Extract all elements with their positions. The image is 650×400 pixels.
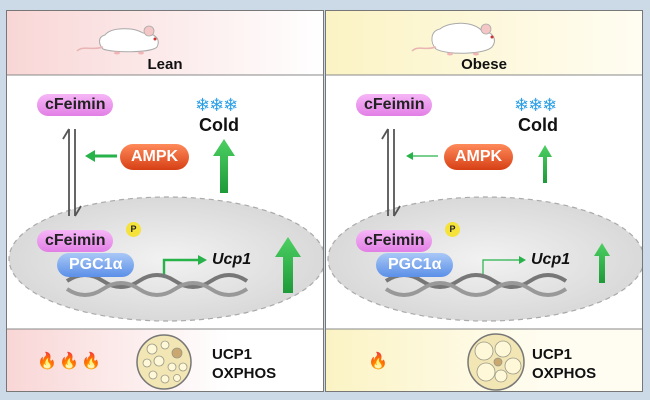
- pgc1a-pill: PGC1α: [376, 253, 454, 277]
- mouse-icon: [76, 25, 159, 55]
- marker-ucp1: UCP1: [212, 346, 253, 363]
- marker-oxphos: OXPHOS: [532, 365, 597, 382]
- adipocyte-icon: [136, 334, 192, 390]
- cold-label: Cold: [199, 115, 239, 135]
- cold-label: Cold: [518, 115, 558, 135]
- cfeimin-cytoplasmic: cFeimin: [37, 94, 114, 116]
- marker-ucp1: UCP1: [532, 346, 573, 363]
- flame-icon: 🔥: [37, 353, 57, 370]
- mouse-icon: [411, 22, 495, 56]
- snowflake-icon: ❄❄❄: [195, 95, 238, 115]
- lean-header-band: [7, 11, 323, 75]
- ucp1-gene-label: Ucp1: [531, 251, 571, 268]
- ampk-pill: AMPK: [120, 144, 190, 170]
- obese-panel: Obese cFeimin ❄❄❄ Cold AMPK cFeimin P PG…: [325, 10, 643, 392]
- phospho-badge: P: [126, 222, 141, 237]
- flame-icon: 🔥: [81, 353, 101, 370]
- adipocyte-icon: [467, 333, 525, 391]
- cfeimin-nuclear: cFeimin: [356, 230, 433, 252]
- condition-label: Obese: [461, 56, 507, 73]
- cfeimin-nuclear: cFeimin: [37, 230, 114, 252]
- ampk-pill: AMPK: [444, 144, 514, 170]
- flame-icon: 🔥: [59, 353, 79, 370]
- snowflake-icon: ❄❄❄: [514, 95, 557, 115]
- dna-icon: [65, 273, 249, 297]
- flame-icon: 🔥: [368, 353, 388, 370]
- pgc1a-pill: PGC1α: [57, 253, 135, 277]
- cfeimin-cytoplasmic: cFeimin: [356, 94, 433, 116]
- ucp1-gene-label: Ucp1: [212, 251, 252, 268]
- lean-panel-graphics: [7, 11, 323, 391]
- dna-icon: [384, 273, 568, 297]
- phospho-badge: P: [445, 222, 460, 237]
- nucleus: [327, 196, 642, 322]
- marker-oxphos: OXPHOS: [212, 365, 277, 382]
- condition-label: Lean: [147, 56, 183, 73]
- obese-panel-graphics: [326, 11, 642, 391]
- lean-panel: Lean cFeimin ❄❄❄ Cold AMPK cFeimin P PGC…: [6, 10, 324, 392]
